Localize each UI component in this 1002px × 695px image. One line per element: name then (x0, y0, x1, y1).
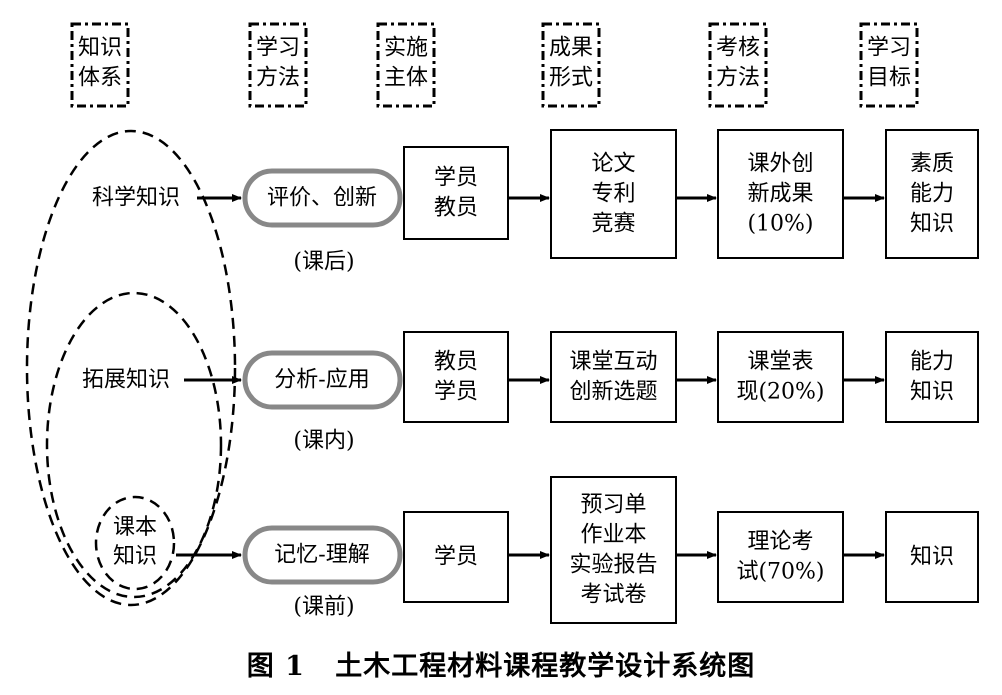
header-label-line: 考核 (716, 36, 760, 61)
header-label-line: 主体 (384, 66, 428, 91)
header-label-line: 实施 (384, 36, 428, 61)
outcome-box-text-line: 创新选题 (569, 380, 657, 405)
science-knowledge-ellipse (25, 129, 237, 607)
textbook-knowledge-ellipse (94, 495, 176, 591)
time-label: (课内) (293, 429, 354, 454)
method-pill: 记忆-理解 (242, 525, 403, 585)
knowledge-text-line: 知识 (113, 544, 157, 569)
knowledge-text-line: 科学知识 (92, 186, 180, 211)
goal-box-text-line: 素质 (910, 152, 954, 177)
subject-box-text-line: 教员 (434, 350, 478, 375)
assessment-box-text-line: (10%) (747, 212, 813, 237)
header-label-line: 方法 (716, 66, 760, 91)
subject-box: 学员 (403, 511, 509, 603)
figure-caption: 图 1 土木工程材料课程教学设计系统图 (0, 644, 1002, 684)
assessment-box-text-line: 理论考 (747, 530, 813, 555)
header-label-line: 目标 (867, 66, 911, 91)
subject-box-text-line: 学员 (434, 545, 478, 570)
knowledge-label: 科学知识 (92, 186, 180, 211)
outcome-box-text-line: 预习单 (580, 493, 646, 518)
outcome-box-text-line: 课堂互动 (569, 350, 657, 375)
header-label-line: 体系 (78, 66, 122, 91)
goal-box-text-line: 知识 (910, 545, 954, 570)
subject-box-text-line: 学员 (434, 380, 478, 405)
figure-title: 土木工程材料课程教学设计系统图 (335, 651, 756, 682)
knowledge-text-line: 课本 (113, 515, 157, 540)
subject-box-text-line: 教员 (434, 196, 478, 221)
outcome-box-text-line: 专利 (591, 182, 635, 207)
outcome-box-text-line: 实验报告 (569, 553, 657, 578)
header-label-line: 形式 (549, 66, 593, 91)
header-label-line: 知识 (78, 36, 122, 61)
goal-box-text-line: 能力 (910, 182, 954, 207)
method-pill: 评价、创新 (242, 168, 403, 228)
subject-box-text-line: 学员 (434, 166, 478, 191)
outcome-box-text-line: 论文 (591, 152, 635, 177)
goal-box-text-line: 知识 (910, 212, 954, 237)
extended-knowledge-ellipse (45, 291, 223, 599)
method-label: 评价、创新 (267, 186, 377, 211)
assessment-box-text-line: 试(70%) (736, 560, 824, 585)
assessment-box-text-line: 课外创 (747, 152, 813, 177)
header-label-line: 学习 (256, 36, 300, 61)
knowledge-label: 拓展知识 (82, 368, 170, 393)
knowledge-text-line: 拓展知识 (82, 368, 170, 393)
assessment-box-text-line: 课堂表 (747, 350, 813, 375)
assessment-box-text-line: 新成果 (747, 182, 813, 207)
goal-box-text-line: 知识 (910, 380, 954, 405)
header-label-line: 方法 (256, 66, 300, 91)
method-label: 分析-应用 (274, 368, 369, 393)
time-label: (课后) (293, 250, 354, 275)
outcome-box-text-line: 考试卷 (580, 583, 646, 608)
figure-number: 图 1 (246, 651, 305, 682)
goal-box: 知识 (885, 511, 979, 603)
header-label-line: 学习 (867, 36, 911, 61)
header-label-line: 成果 (549, 36, 593, 61)
goal-box-text-line: 能力 (910, 350, 954, 375)
method-pill: 分析-应用 (242, 350, 403, 410)
outcome-box-text-line: 作业本 (580, 523, 646, 548)
assessment-box-text-line: 现(20%) (736, 380, 824, 405)
time-label: (课前) (293, 595, 354, 620)
outcome-box-text-line: 竞赛 (591, 212, 635, 237)
method-label: 记忆-理解 (274, 543, 369, 568)
